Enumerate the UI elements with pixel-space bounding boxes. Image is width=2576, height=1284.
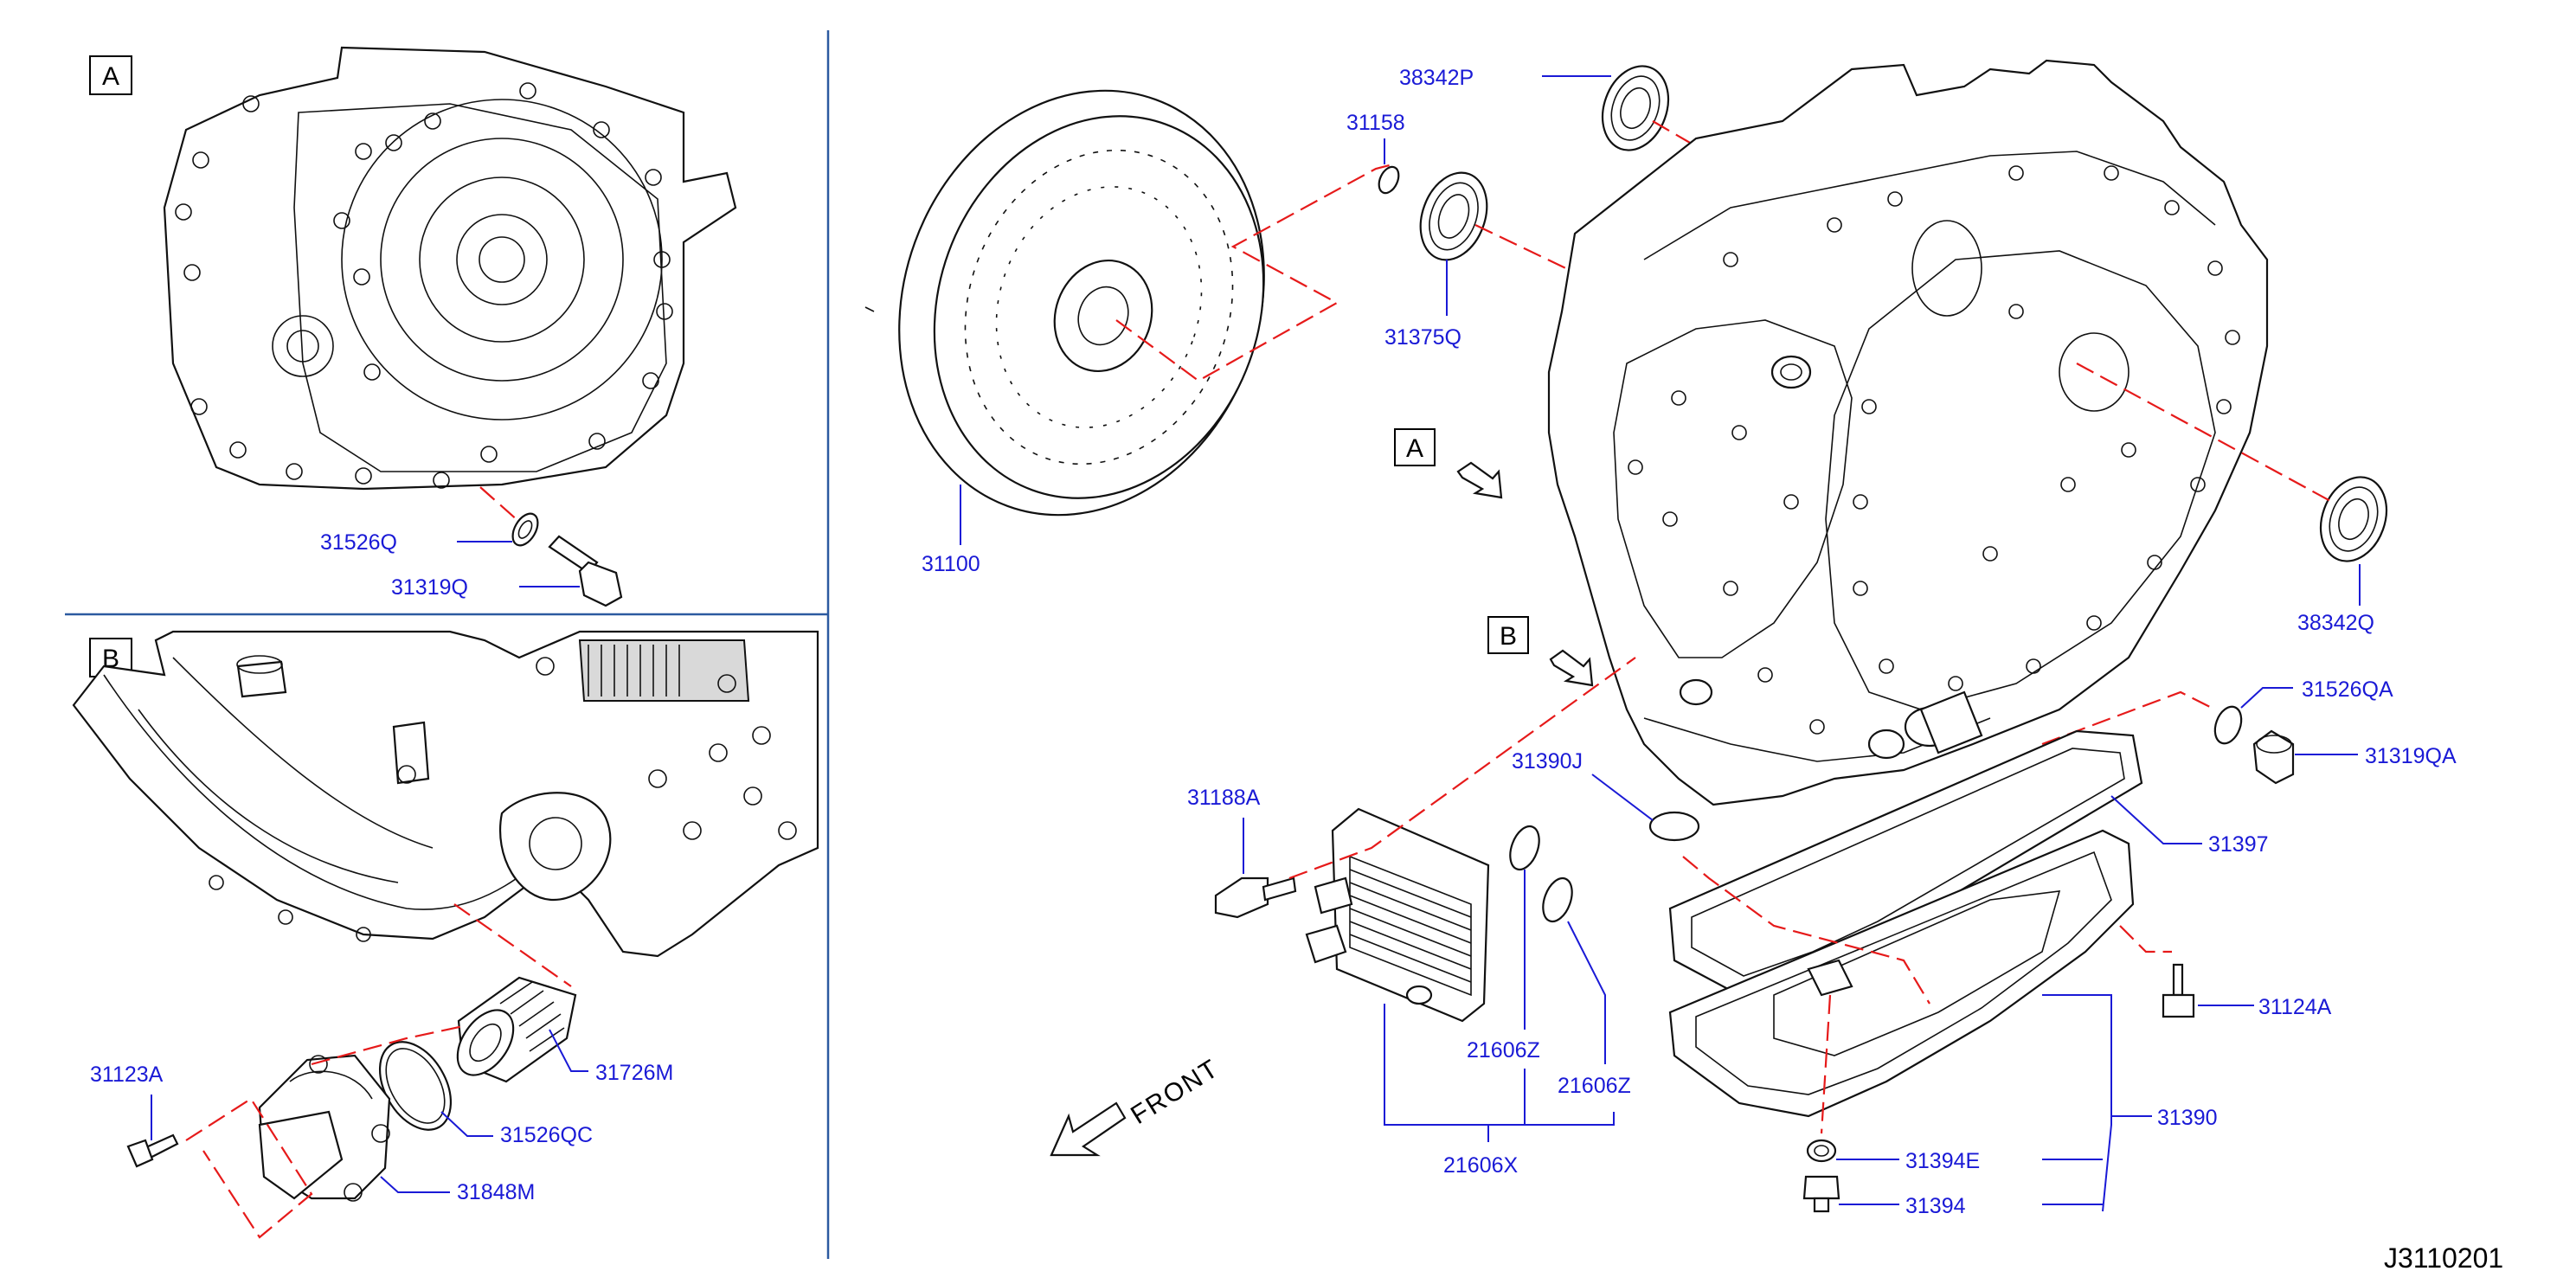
label-31394: 31394 (1905, 1194, 1966, 1218)
filter-cover-31848m (258, 1054, 391, 1202)
view-a-box (1394, 428, 1436, 466)
section-b-inset: B (72, 630, 819, 1239)
view-a-arrow (1456, 461, 1503, 499)
drain-plug-washer-31526q (511, 512, 539, 547)
callout-pan-dash-3 (1820, 994, 1832, 1134)
label-31390j: 31390J (1512, 749, 1583, 774)
label-31158: 31158 (1346, 111, 1405, 135)
transmission-case-detail-drawing (72, 630, 819, 958)
label-21606x: 21606X (1443, 1153, 1519, 1178)
plug-31319qa (2252, 729, 2295, 785)
leader-31526qa (2240, 687, 2293, 709)
label-21606z-a: 21606Z (1467, 1038, 1540, 1063)
label-21606z-b: 21606Z (1558, 1074, 1631, 1098)
leader-31397 (2110, 795, 2202, 844)
label-31124a: 31124A (2258, 995, 2332, 1019)
label-31397: 31397 (2208, 832, 2269, 857)
leader-31390-branches (2042, 1159, 2103, 1205)
label-38342q: 38342Q (2297, 611, 2374, 635)
converter-housing-drawing (163, 46, 737, 491)
diagram-reference: J3110201 (2384, 1242, 2503, 1274)
magnet-31390j (1648, 811, 1700, 842)
view-b-box (1487, 616, 1529, 654)
view-b-arrow (1549, 649, 1594, 687)
front-arrow (1050, 1101, 1127, 1157)
oil-pan-31390 (1668, 829, 2135, 1118)
callout-b-dash-2 (185, 1097, 313, 1239)
label-38342p: 38342P (1399, 66, 1474, 90)
oil-filter-31726m (456, 976, 577, 1083)
section-a-inset: A (89, 46, 737, 607)
seal-31375q (1419, 171, 1488, 261)
callout-pan-dash-2 (2119, 925, 2172, 953)
label-31100: 31100 (922, 552, 980, 576)
leader-31848m (380, 1176, 450, 1193)
view-a-letter: A (1406, 434, 1423, 463)
leader-31726m (549, 1029, 588, 1072)
washer-31394e-inner (1814, 1145, 1829, 1157)
section-a-box (89, 55, 132, 95)
label-31848m: 31848M (457, 1180, 535, 1204)
callout-cooler-dash (1288, 657, 1636, 880)
callout-38342q-dash (2076, 363, 2333, 503)
bolt-31124a (2162, 963, 2195, 1018)
gasket-31397-inner (1691, 748, 2125, 977)
o-ring-31526qa (2213, 705, 2243, 745)
callout-converter-dash (1115, 163, 1394, 382)
front-label: FRONT (1126, 1054, 1224, 1130)
leader-21606x (1384, 1004, 1615, 1142)
leader-21606z-b (1567, 921, 1606, 1064)
o-ring-31526qc-inner (385, 1048, 446, 1124)
torque-converter-31100 (864, 89, 1265, 517)
leader-31390j (1591, 774, 1654, 821)
callout-b-dash-1 (453, 903, 572, 987)
bolt-31188a (1214, 876, 1297, 919)
label-31390: 31390 (2157, 1106, 2218, 1130)
label-31526qc: 31526QC (500, 1123, 593, 1147)
washer-31394e (1806, 1139, 1837, 1163)
leader-31390 (2042, 994, 2112, 1212)
transmission-case-drawing (1547, 59, 2269, 806)
label-31726m: 31726M (595, 1061, 673, 1085)
o-ring-21606z-a (1509, 825, 1540, 871)
label-31319q: 31319Q (391, 575, 468, 600)
label-31188a: 31188A (1187, 786, 1261, 810)
callout-b-dash-3 (311, 1024, 468, 1066)
seal-38342q (2319, 476, 2388, 562)
label-31526q: 31526Q (320, 530, 397, 555)
label-31526qa: 31526QA (2302, 677, 2393, 702)
o-ring-21606z-b (1542, 876, 1573, 923)
callout-31526q-dash (479, 486, 520, 523)
drain-plug-bolt-31319q (548, 535, 623, 607)
front-direction-indicator: FRONT (1050, 1054, 1224, 1157)
callout-31526qa-dash (2041, 690, 2216, 746)
label-31123a: 31123A (90, 1063, 164, 1087)
bolt-31123a (126, 1133, 179, 1168)
drain-plug-31394 (1802, 1175, 1840, 1213)
seal-38342p (1601, 65, 1670, 151)
label-31319qa: 31319QA (2365, 744, 2457, 768)
callout-pan-dash-1 (1682, 856, 1930, 1005)
label-31394e: 31394E (1905, 1149, 1980, 1173)
o-ring-31158 (1378, 165, 1400, 195)
label-31375q: 31375Q (1384, 325, 1461, 350)
view-b-letter: B (1500, 622, 1517, 651)
leader-31526qc (440, 1111, 493, 1137)
oil-cooler-21606x (1305, 807, 1490, 1023)
section-a-letter: A (102, 62, 119, 91)
